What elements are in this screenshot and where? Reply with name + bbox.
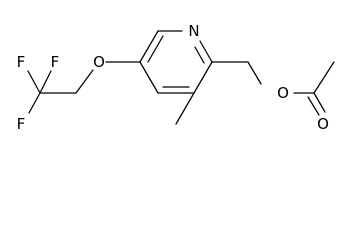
- bond-methyl: [175, 92, 195, 125]
- bond-cf3-f-top-right: [39, 70, 52, 94]
- bond-c2-n-inner: [194, 46, 205, 64]
- bond-cf3-f-bottom: [28, 92, 41, 114]
- acetoxymethyl-group: [211, 61, 335, 116]
- bond-ch2-o-ester: [247, 61, 262, 85]
- bond-c5-c4: [139, 61, 159, 94]
- pyridine-ring: [139, 30, 213, 94]
- bond-c3-c2: [193, 61, 213, 94]
- carbonyl-oxygen-label: O: [317, 115, 329, 132]
- fluorine-top-left-label: F: [17, 53, 26, 71]
- trifluoroethoxy-group: [27, 61, 141, 114]
- bond-c6-c5-inner: [147, 35, 164, 63]
- bond-o-ch2: [75, 69, 94, 94]
- bond-carbonyl-c-ch3: [313, 61, 335, 94]
- molecule-structure-diagram: N O O O F F F: [17, 22, 335, 132]
- bond-c6-c5: [139, 30, 159, 63]
- ring-nitrogen-label: N: [188, 22, 199, 40]
- bond-cf3-f-top-left: [27, 70, 41, 94]
- bond-carbonyl-double-2: [307, 96, 320, 116]
- fluorine-top-right-label: F: [51, 53, 60, 71]
- bond-c2-n: [199, 40, 213, 63]
- ester-oxygen-label: O: [277, 84, 289, 102]
- bond-carbonyl-double-1: [313, 92, 326, 113]
- ether-oxygen-label: O: [93, 53, 105, 71]
- fluorine-bottom-label: F: [17, 115, 26, 132]
